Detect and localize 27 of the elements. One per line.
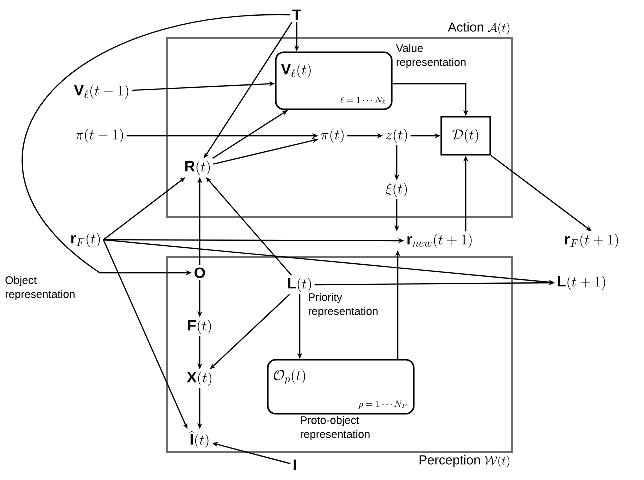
panel-title: Action $\mathcal{A}(t)$ bbox=[448, 22, 510, 35]
math-label: $\widehat{\mathbf{I}}(t)$ bbox=[189, 431, 209, 448]
process-box: $\mathcal{D}(t)$ bbox=[440, 116, 492, 156]
math-label: $\mathbf{V}_\ell(t-1)$ bbox=[74, 84, 128, 100]
math-label: $\mathbf{R}(t)$ bbox=[186, 160, 210, 176]
math-label: $\mathbf{L}(t)$ bbox=[288, 278, 312, 292]
node-label: $\mathcal{O}_p(t)$ bbox=[274, 369, 306, 385]
math-label: $\mathbf{r}_F(t+1)$ bbox=[565, 234, 618, 248]
math-label: $\pi(t)$ bbox=[321, 128, 344, 144]
math-label: $\mathbf{r}_{new}(t+1)$ bbox=[408, 234, 472, 248]
math-label: $\mathbf{X}(t)$ bbox=[187, 372, 212, 386]
math-label: $\mathbf{T}$ bbox=[292, 10, 302, 20]
math-label: $\xi(t)$ bbox=[386, 182, 408, 198]
annotation: Value representation bbox=[396, 44, 466, 68]
node-label: $p=1\cdots N_P$ bbox=[358, 400, 407, 409]
math-label: $\mathbf{O}$ bbox=[194, 268, 206, 278]
process-box: $\mathcal{O}_p(t)$ $p=1\cdots N_P$ bbox=[267, 359, 415, 415]
annotation: Priority representation bbox=[308, 293, 378, 318]
math-label: $\mathbf{L}(t+1)$ bbox=[558, 276, 606, 290]
math-label: $\mathbf{I}$ bbox=[294, 460, 296, 470]
math-label: $\mathbf{r}_F(t)$ bbox=[72, 232, 100, 248]
panel-title: Perception $\mathcal{W}(t)$ bbox=[420, 455, 510, 468]
math-label: $z(t)$ bbox=[386, 128, 408, 144]
annotation: Object representation bbox=[6, 276, 75, 300]
math-label: $\mathbf{F}(t)$ bbox=[188, 320, 212, 334]
math-label: $\pi(t-1)$ bbox=[76, 128, 124, 144]
annotation: Proto-object representation bbox=[300, 416, 370, 440]
